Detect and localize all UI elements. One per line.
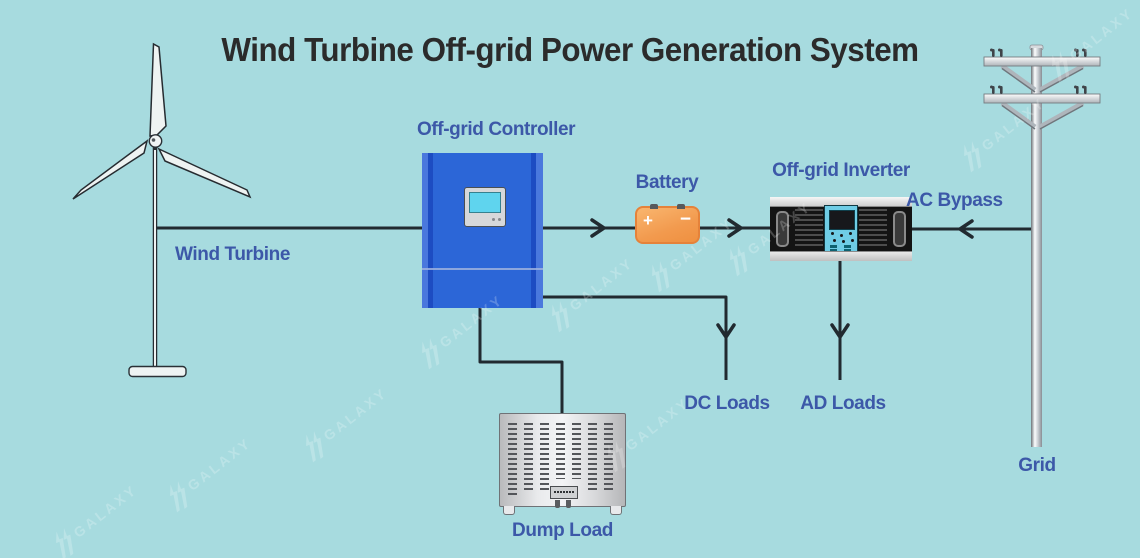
inverter-button <box>833 239 836 242</box>
page-title: Wind Turbine Off-grid Power Generation S… <box>221 31 919 68</box>
wire-controller-to-dc-loads <box>543 295 728 380</box>
dump-panel-dots <box>554 491 574 493</box>
inverter-button <box>842 240 845 243</box>
dump-vent <box>524 423 533 493</box>
inverter-handle <box>893 211 906 247</box>
inverter-body <box>770 205 912 253</box>
dump-load-panel <box>550 486 578 499</box>
controller-seam <box>422 268 543 270</box>
label-off-grid-inverter: Off-grid Inverter <box>772 160 910 181</box>
dump-foot <box>503 506 515 515</box>
inverter-button <box>840 234 843 237</box>
inverter-control-panel <box>824 205 858 253</box>
wind-turbine-illustration <box>72 42 252 378</box>
dump-foot <box>610 506 622 515</box>
inverter-handle <box>776 211 789 247</box>
label-wind-turbine: Wind Turbine <box>175 244 290 265</box>
controller-button <box>492 218 495 221</box>
arrow-down-icon <box>830 323 850 339</box>
inverter-vent <box>795 209 823 249</box>
controller-screen <box>469 192 501 213</box>
battery-terminal <box>677 204 685 209</box>
inverter-button <box>851 239 854 242</box>
grid-pole-illustration <box>983 44 1101 447</box>
arrow-right-icon <box>727 218 743 238</box>
off-grid-inverter-box <box>770 197 912 261</box>
inverter-port <box>830 249 837 252</box>
battery-minus-sign: − <box>679 209 691 230</box>
turbine-hub <box>148 134 163 148</box>
arrow-right-icon <box>590 218 606 238</box>
dump-vent <box>556 423 565 479</box>
dump-vent <box>588 423 597 493</box>
battery-box: + − <box>635 204 700 244</box>
inverter-button <box>831 232 834 235</box>
dump-vent <box>572 423 581 479</box>
battery-plus-sign: + <box>643 211 653 230</box>
label-ac-bypass: AC Bypass <box>906 190 1003 211</box>
inverter-display <box>829 210 855 230</box>
battery-terminal <box>650 204 658 209</box>
label-dump-load: Dump Load <box>512 520 613 541</box>
inverter-vent <box>859 209 887 249</box>
label-grid: Grid <box>1018 455 1056 476</box>
dump-load-box <box>499 413 626 515</box>
dump-vent <box>508 423 517 497</box>
inverter-port <box>844 249 851 252</box>
dump-vent <box>604 423 613 493</box>
label-dc-loads: DC Loads <box>684 393 770 414</box>
controller-display <box>464 187 506 227</box>
label-off-grid-controller: Off-grid Controller <box>417 119 576 140</box>
dump-vent <box>540 423 549 493</box>
label-battery: Battery <box>635 172 699 193</box>
inverter-port <box>844 245 851 248</box>
connection-wires <box>155 226 1035 414</box>
inverter-port <box>830 245 837 248</box>
arrow-left-icon <box>958 219 974 239</box>
off-grid-controller-box <box>422 153 543 308</box>
insulators <box>990 48 1087 94</box>
dump-connector <box>555 500 560 508</box>
arrow-down-icon <box>716 323 736 339</box>
controller-button <box>498 218 501 221</box>
wire-controller-to-dump-load <box>478 308 564 414</box>
dump-connector <box>566 500 571 508</box>
label-ad-loads: AD Loads <box>800 393 886 414</box>
inverter-bottom-cap <box>770 251 912 261</box>
inverter-button <box>849 232 852 235</box>
arrowheads <box>590 218 974 339</box>
